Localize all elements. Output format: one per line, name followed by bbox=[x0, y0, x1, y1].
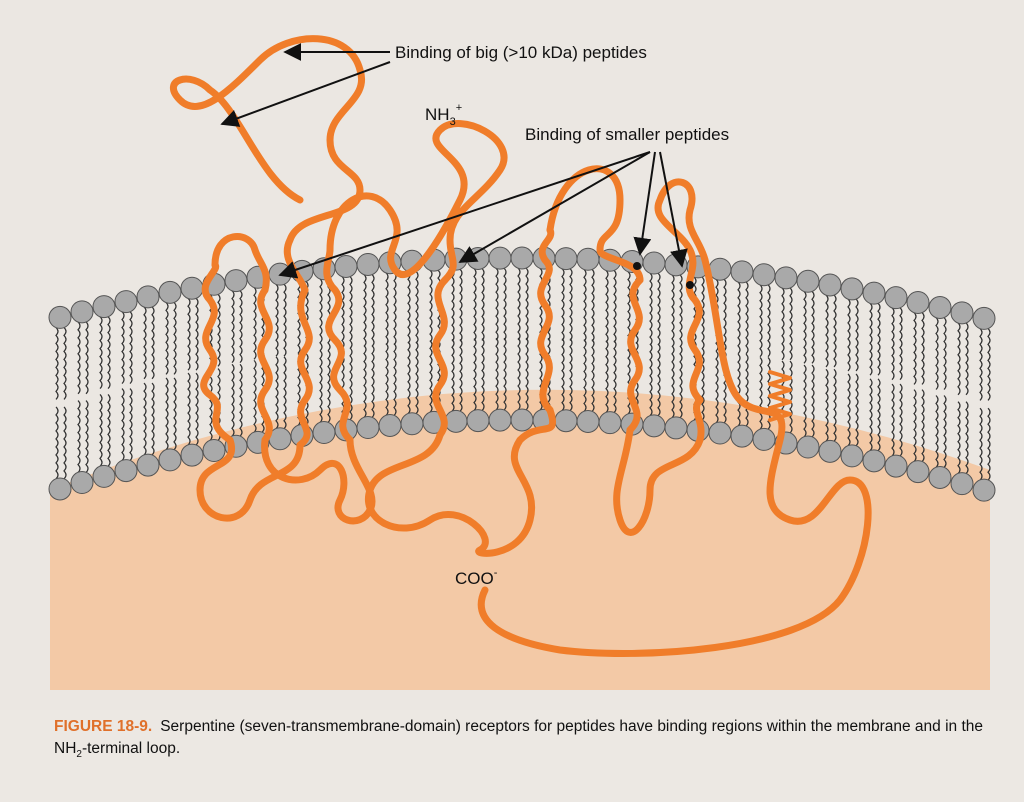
lipid-head bbox=[71, 301, 93, 323]
caption-text-end: -terminal loop. bbox=[82, 740, 180, 757]
lipid-head bbox=[489, 409, 511, 431]
lipid-head bbox=[357, 417, 379, 439]
binding-site-dot bbox=[633, 262, 641, 270]
lipid-head bbox=[863, 450, 885, 472]
lipid-head bbox=[907, 461, 929, 483]
lipid-head bbox=[797, 270, 819, 292]
lipid-head bbox=[885, 455, 907, 477]
lipid-head bbox=[885, 287, 907, 309]
lipid-head bbox=[819, 440, 841, 462]
lipid-head bbox=[511, 409, 533, 431]
lipid-head bbox=[489, 247, 511, 269]
lipid-head bbox=[951, 473, 973, 495]
lipid-head bbox=[93, 465, 115, 487]
lipid-head bbox=[71, 472, 93, 494]
figure-label: FIGURE 18-9. bbox=[54, 718, 152, 735]
lipid-head bbox=[577, 411, 599, 433]
lipid-head bbox=[93, 296, 115, 318]
lipid-head bbox=[599, 412, 621, 434]
lipid-head bbox=[181, 277, 203, 299]
lipid-head bbox=[753, 428, 775, 450]
lipid-head bbox=[929, 466, 951, 488]
lipid-head bbox=[841, 278, 863, 300]
lipid-head bbox=[49, 478, 71, 500]
lipid-head bbox=[379, 415, 401, 437]
lipid-head bbox=[115, 291, 137, 313]
lipid-head bbox=[313, 422, 335, 444]
lipid-head bbox=[731, 261, 753, 283]
lipid-head bbox=[841, 445, 863, 467]
lipid-head bbox=[929, 297, 951, 319]
lipid-head bbox=[555, 248, 577, 270]
lipid-head bbox=[555, 410, 577, 432]
lipid-head bbox=[49, 306, 71, 328]
lipid-head bbox=[643, 415, 665, 437]
lipid-head bbox=[335, 255, 357, 277]
label-smaller-peptides: Binding of smaller peptides bbox=[525, 125, 729, 144]
label-big-peptides: Binding of big (>10 kDa) peptides bbox=[395, 43, 647, 62]
lipid-head bbox=[973, 479, 995, 501]
lipid-head bbox=[731, 425, 753, 447]
lipid-head bbox=[863, 282, 885, 304]
lipid-head bbox=[181, 444, 203, 466]
lipid-head bbox=[115, 460, 137, 482]
receptor-diagram: Binding of big (>10 kDa) peptides Bindin… bbox=[0, 0, 1024, 710]
lipid-head bbox=[819, 274, 841, 296]
lipid-head bbox=[137, 286, 159, 308]
lipid-head bbox=[709, 422, 731, 444]
lipid-head bbox=[665, 254, 687, 276]
lipid-head bbox=[577, 248, 599, 270]
lipid-head bbox=[467, 410, 489, 432]
caption-text: Serpentine (seven-transmembrane-domain) … bbox=[54, 718, 983, 757]
lipid-head bbox=[203, 440, 225, 462]
lipid-head bbox=[357, 253, 379, 275]
lipid-head bbox=[225, 270, 247, 292]
lipid-head bbox=[907, 291, 929, 313]
lipid-head bbox=[753, 264, 775, 286]
lipid-head bbox=[159, 281, 181, 303]
lipid-head bbox=[775, 267, 797, 289]
lipid-head bbox=[137, 454, 159, 476]
label-coo: COO- bbox=[455, 567, 498, 588]
lipid-head bbox=[159, 449, 181, 471]
lipid-head bbox=[445, 410, 467, 432]
lipid-head bbox=[951, 302, 973, 324]
lipid-head bbox=[401, 413, 423, 435]
lipid-head bbox=[643, 252, 665, 274]
lipid-head bbox=[665, 417, 687, 439]
lipid-head bbox=[797, 436, 819, 458]
figure-caption: FIGURE 18-9.Serpentine (seven-transmembr… bbox=[54, 716, 1004, 766]
lipid-head bbox=[511, 247, 533, 269]
binding-site-dot bbox=[686, 281, 694, 289]
lipid-head bbox=[973, 307, 995, 329]
